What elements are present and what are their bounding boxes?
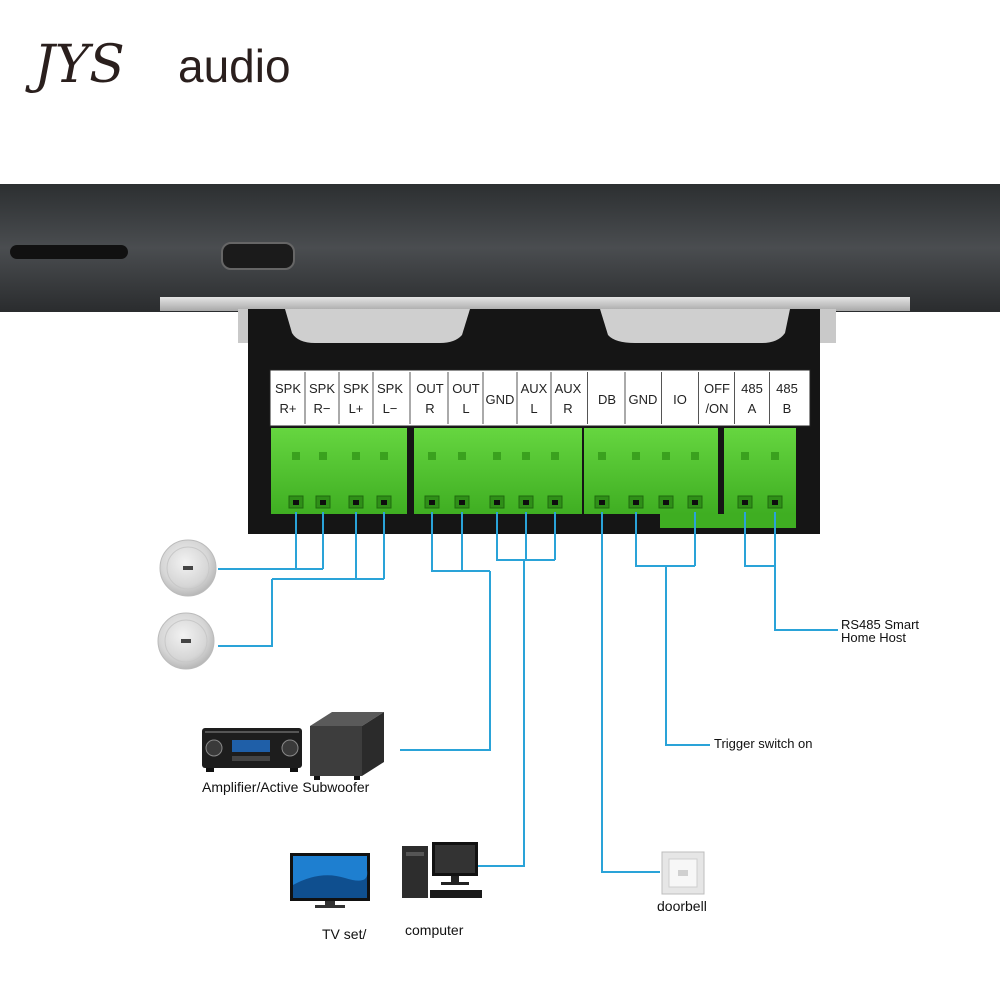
terminal-wire-hole-inner xyxy=(381,500,387,505)
terminal-label-top: SPK xyxy=(343,381,369,396)
rs485-label-line1: RS485 Smart xyxy=(841,617,920,632)
terminal-label: GND xyxy=(486,392,515,407)
device-panel xyxy=(0,184,1000,343)
mounting-bracket xyxy=(160,297,910,311)
terminal-wire-hole-inner xyxy=(552,500,558,505)
amplifier-icon xyxy=(202,728,302,772)
terminal-label-top: SPK xyxy=(309,381,335,396)
terminal-wire-hole-inner xyxy=(523,500,529,505)
terminal-wire-hole-inner xyxy=(429,500,435,505)
terminal-wire-hole-inner xyxy=(772,500,778,505)
ceiling-speaker-2 xyxy=(157,612,215,670)
terminal-screw xyxy=(319,452,327,460)
trigger-label: Trigger switch on xyxy=(714,736,813,751)
terminal-label-top: OUT xyxy=(416,381,444,396)
terminal-label-top: 485 xyxy=(741,381,763,396)
terminal-label-top: OUT xyxy=(452,381,480,396)
terminal-label-bottom: L− xyxy=(383,401,398,416)
terminal-screw xyxy=(662,452,670,460)
subwoofer-icon xyxy=(310,712,384,780)
terminal-label: DB xyxy=(598,392,616,407)
terminal-label-bottom: /ON xyxy=(705,401,728,416)
terminal-label-top: AUX xyxy=(521,381,548,396)
terminal-label-top: SPK xyxy=(377,381,403,396)
terminal-screw xyxy=(493,452,501,460)
terminal-wire-hole-inner xyxy=(293,500,299,505)
terminal-label-top: 485 xyxy=(776,381,798,396)
wires xyxy=(218,512,838,873)
terminal-wire-hole-inner xyxy=(663,500,669,505)
terminal-screw xyxy=(598,452,606,460)
jys-audio-logo: JYS audio xyxy=(25,35,291,95)
terminal-wire-hole-inner xyxy=(459,500,465,505)
terminal-wire-hole-inner xyxy=(494,500,500,505)
terminal-label-bottom: R xyxy=(563,401,572,416)
terminal-screw xyxy=(522,452,530,460)
terminal-label-bottom: L+ xyxy=(349,401,364,416)
terminal-wire-hole-inner xyxy=(633,500,639,505)
terminal-label-bottom: R− xyxy=(314,401,331,416)
logo-suffix: audio xyxy=(178,40,291,92)
terminal-screw xyxy=(352,452,360,460)
tv-icon xyxy=(290,853,370,908)
terminal-label-bottom: L xyxy=(462,401,469,416)
terminal-blocks xyxy=(271,428,796,528)
computer-icon xyxy=(402,842,482,898)
terminal-screw xyxy=(551,452,559,460)
terminal-wire-hole-inner xyxy=(320,500,326,505)
amplifier-label: Amplifier/Active Subwoofer xyxy=(202,779,370,795)
terminal-screw xyxy=(691,452,699,460)
computer-label: computer xyxy=(405,922,464,938)
doorbell-icon xyxy=(661,851,705,895)
terminal-labels: SPK R+ SPK R− SPK L+ SPK L− OUT R OUT L GND AUX L AUX R D… xyxy=(275,372,798,424)
terminal-label-bottom: R+ xyxy=(280,401,297,416)
terminal-screw xyxy=(632,452,640,460)
rs485-label-line2: Home Host xyxy=(841,630,907,645)
terminal-label: GND xyxy=(629,392,658,407)
tv-label: TV set/ xyxy=(322,926,367,942)
doorbell-label: doorbell xyxy=(657,898,707,914)
terminal-label-bottom: B xyxy=(783,401,792,416)
terminal-screw xyxy=(741,452,749,460)
terminal-wire-hole-inner xyxy=(599,500,605,505)
sd-card-slot xyxy=(10,245,128,259)
terminal-screw-holes xyxy=(288,452,783,509)
terminal-label-top: AUX xyxy=(555,381,582,396)
terminal-label-top: SPK xyxy=(275,381,301,396)
terminal-label-bottom: A xyxy=(748,401,757,416)
terminal-label-bottom: L xyxy=(530,401,537,416)
ceiling-speaker-1 xyxy=(159,539,217,597)
terminal-block-rs485 xyxy=(724,428,796,514)
terminal-screw xyxy=(458,452,466,460)
terminal-screw xyxy=(380,452,388,460)
logo-prefix: JYS xyxy=(25,35,125,95)
terminal-wire-hole-inner xyxy=(742,500,748,505)
terminal-screw xyxy=(771,452,779,460)
terminal-label: IO xyxy=(673,392,687,407)
terminal-wire-hole-inner xyxy=(353,500,359,505)
terminal-label-top: OFF xyxy=(704,381,730,396)
terminal-wire-hole-inner xyxy=(692,500,698,505)
rs485-label: RS485 Smart Home Host xyxy=(841,618,919,644)
terminal-screw xyxy=(428,452,436,460)
terminal-label-bottom: R xyxy=(425,401,434,416)
terminal-label-strip xyxy=(269,369,811,427)
terminal-screw xyxy=(292,452,300,460)
micro-usb-port xyxy=(221,242,295,270)
